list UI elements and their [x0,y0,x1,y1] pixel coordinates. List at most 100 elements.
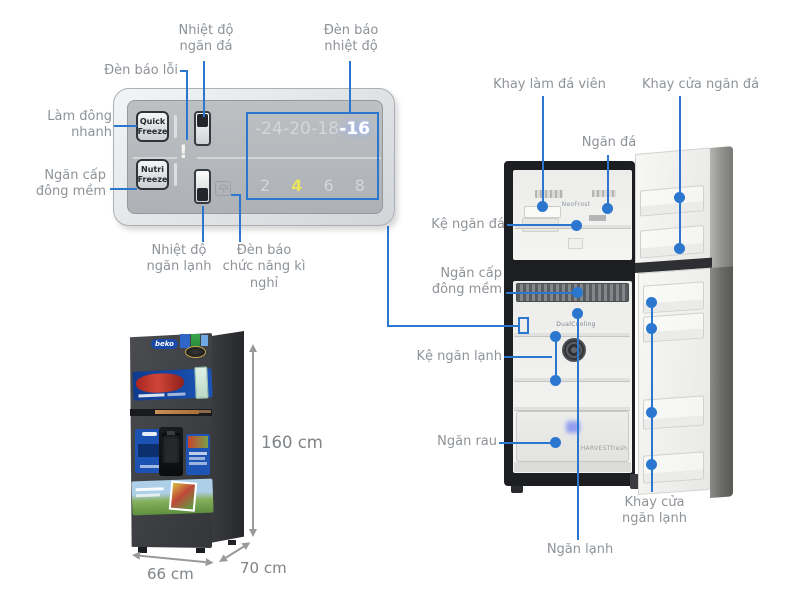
fridge-shelf [514,378,630,382]
vegetable-drawer [516,411,629,462]
nutri-freeze-button: Nutri Freeze [136,159,169,190]
banner-text-bar [135,493,160,497]
fridge-temp-value: 8 [354,175,365,195]
callout-dot [550,375,561,386]
connector-line [387,226,389,327]
callout-dot [674,192,685,203]
callout-quick-freeze: Làm đông nhanh [47,109,112,141]
tray-front [641,201,703,216]
apple-banner [132,366,213,401]
fridge-shelf [514,333,630,337]
fridge-foot [228,540,236,545]
beko-logo: beko [151,339,178,349]
energy-sticker [201,335,208,346]
cooling-fan [562,338,586,362]
callout-dot [572,308,583,319]
freezer-temp-active: -16 [339,119,370,139]
callout-fridge-shelf: Kệ ngăn lạnh [416,349,502,364]
freezer-temp-indicator [194,111,211,146]
callout-dot [550,331,561,342]
freezer-temp-value: -18 [311,119,339,139]
fridge-door-edge [710,266,733,498]
sticker-photo [188,436,208,448]
callout-soft-freeze-panel: Ngăn cấp đông mềm [35,168,106,200]
callout-dot [646,323,657,334]
banner-text-bar [138,393,165,398]
temperature-display-highlight [246,112,379,200]
callout-line [577,312,579,540]
callout-dot [674,243,685,254]
energy-sticker [191,334,200,347]
width-label: 66 cm [147,565,194,583]
callout-line [504,356,552,358]
callout-dot [550,437,561,448]
callout-dot [537,201,548,212]
callout-line [679,96,681,248]
callout-error-indicator: Đèn báo lỗi [104,63,178,78]
fridge-temp-active: 4 [291,175,303,195]
height-label: 160 cm [261,433,323,452]
panel-separator [174,115,177,138]
award-badge [185,346,206,358]
indicator-knob [197,188,208,201]
fridge-foot [138,547,147,553]
panel-divider [133,157,177,159]
banner-text-bar [167,392,186,397]
height-dimension-arrow [249,344,257,537]
copper-trim [155,410,199,414]
quick-freeze-button: Quick Freeze [136,111,169,142]
freezer-temp-value: -24 [255,119,283,139]
arrow-tip [249,344,257,352]
tray-front [641,243,703,258]
feature-tube-sticker [194,366,209,400]
water-dispenser [159,427,183,476]
freezer-door-tray [640,224,704,259]
callout-line [239,194,241,242]
indicator-knob [197,114,208,127]
fridge-photo-side [210,331,244,543]
callout-crisper: Ngăn rau [437,434,497,449]
callout-line [651,300,653,492]
fridge-temp-row: 2 4 6 8 [249,171,376,199]
sticker-text-bar [189,452,207,455]
harvest-banner [131,478,214,516]
banner-text-bar [135,487,164,492]
callout-fridge: Ngăn lạnh [546,542,614,557]
callout-fridge-door-tray: Khay cửa ngăn lạnh [622,495,687,527]
freezer-door-tray [640,184,704,217]
freezer-temp-row: -24 -20 -18 -16 [249,113,376,145]
arrow-shaft [252,352,254,529]
callout-line [202,206,204,242]
freezer-badge [589,215,606,221]
freezer-door [635,147,711,266]
freezer-vent [535,190,563,198]
callout-line [506,292,573,294]
arrow-shaft [139,555,206,563]
error-indicator-mark: ! [179,141,188,163]
arrow-tip [249,529,257,537]
depth-label: 70 cm [240,559,287,577]
callout-vacation-indicator: Đèn báo chức năng kì nghỉ [222,243,306,291]
dispenser-recess [162,433,180,463]
callout-dot [602,203,613,214]
fridge-shelf [514,407,630,411]
fridge-temp-value: 2 [260,175,271,195]
freezer-small-box [568,238,583,249]
callout-dot [571,220,582,231]
feature-sticker [186,434,210,475]
harvestfresh-light [566,421,580,433]
sticker-text-bar [140,465,159,468]
fridge-temp-indicator [194,169,211,204]
callout-line [186,70,188,140]
freezer-brand-text: NeoFrost [561,201,591,208]
callout-line [114,125,137,127]
callout-freezer-temp: Nhiệt độ ngăn đá [178,23,234,55]
arrow-tip [205,558,215,567]
cabinet-foot [511,486,523,493]
energy-sticker [180,334,190,348]
freezer-temp-value: -20 [283,119,311,139]
callout-ice-tray: Khay làm đá viên [493,77,606,92]
arrow-tip [241,539,253,551]
crisper-brand-text: HARVESTfresh [580,445,628,452]
callout-fridge-temp: Nhiệt độ ngăn lạnh [146,243,212,275]
